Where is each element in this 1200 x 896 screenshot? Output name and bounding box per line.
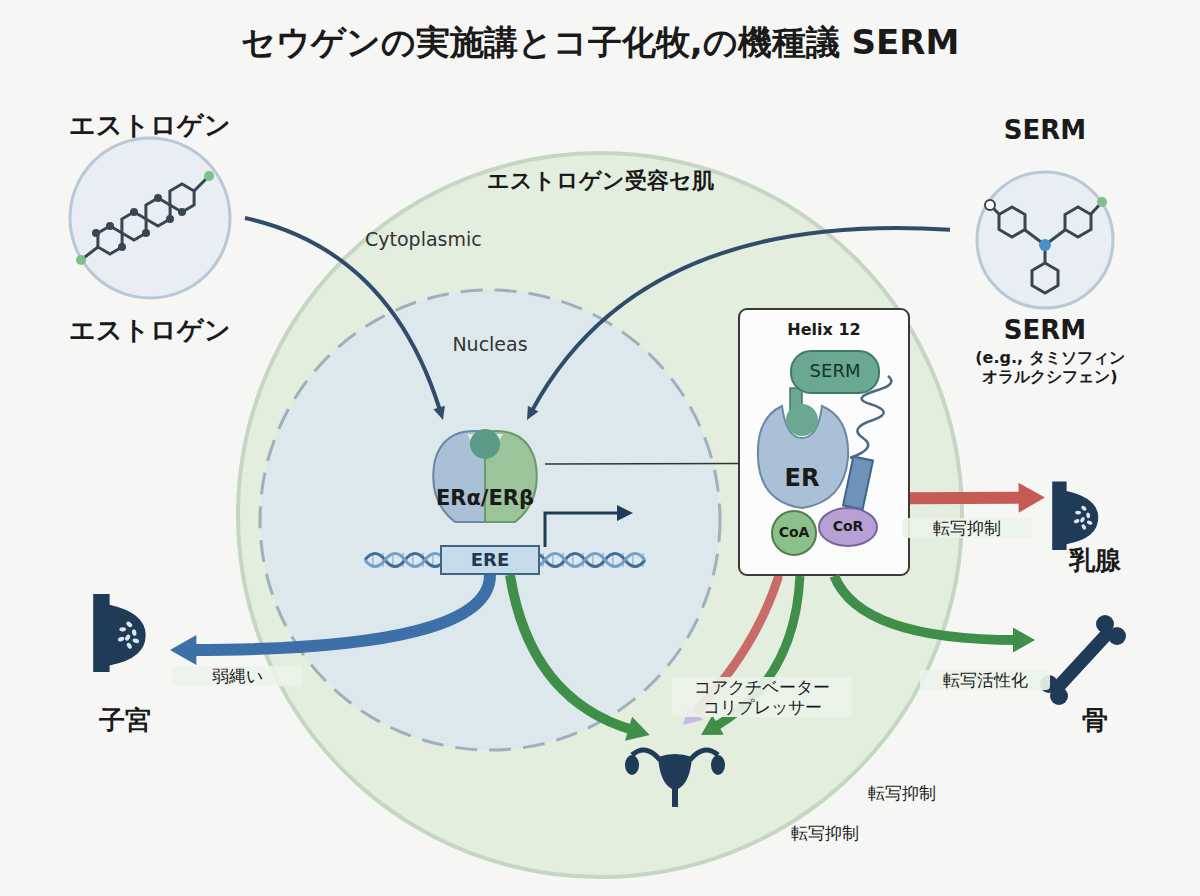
node-label: ER <box>752 464 852 493</box>
diagram-title: セウゲンの実施講とコ子化牧,の機種議 SERM <box>0 22 1200 63</box>
connector <box>834 576 1017 640</box>
arrow-head <box>1013 628 1035 653</box>
node-label: エストロゲン受容セ肌 <box>450 168 750 194</box>
helix12-panel: Helix 12 SERM ER CoACoR <box>738 308 910 576</box>
connector <box>910 492 1024 505</box>
node-label: エストロゲン <box>55 110 245 141</box>
arrow-head <box>527 406 538 420</box>
ere-box: ERE <box>440 545 540 575</box>
node-label: (e.g., タミソフィン オラルクシフェン) <box>950 348 1150 386</box>
node-label: Nucleas <box>445 333 535 356</box>
uterus-label-icon: 子宮 <box>85 590 170 740</box>
edge-label: 転写抑制 <box>902 518 1032 538</box>
connector <box>245 218 440 410</box>
node-label: CoR <box>818 518 878 535</box>
er-protein-shape <box>752 398 852 513</box>
connector <box>510 575 633 730</box>
node-label: SERM <box>950 315 1140 346</box>
node-label: SERM <box>950 115 1140 146</box>
nucleus: NucleasERα/ERβERE <box>255 285 725 755</box>
edge-label: 弱縄い <box>172 666 302 686</box>
node-label: CoA <box>768 524 820 541</box>
coactivator: CoA <box>768 510 820 556</box>
estrogen-receptor: ERα/ERβ <box>425 420 545 530</box>
node-label: 骨 <box>1065 705 1125 736</box>
connector <box>191 575 490 650</box>
connector <box>545 463 738 465</box>
uterus-icon: 転写抑制 <box>620 735 890 860</box>
node-label: エストロゲン <box>55 315 245 346</box>
edge-label: 転写活性化 <box>920 670 1050 690</box>
node-label: 子宮 <box>85 705 165 736</box>
node-label: 転写抑制 <box>770 823 880 843</box>
connector <box>532 228 950 411</box>
node-label: Cytoplasmic <box>365 228 535 251</box>
corepressor: CoR <box>818 506 878 548</box>
node-label: 乳腺 <box>1055 545 1135 576</box>
arrow-head <box>701 715 724 735</box>
target-cell: エストロゲン受容セ肌CytoplasmicNucleasERα/ERβEREHe… <box>235 150 965 880</box>
arrow-head <box>625 717 650 741</box>
node-label: ERα/ERβ <box>425 486 545 511</box>
node-label: SERM <box>790 360 880 382</box>
arrow-head <box>433 406 444 420</box>
mammary-icon: 乳腺 <box>1045 470 1135 580</box>
estrogen-receptor-shape <box>425 420 545 530</box>
annotation-label: 転写抑制 <box>842 783 962 803</box>
serm-ligand: SERM <box>790 350 880 394</box>
serm-molecule: SERMSERM(e.g., タミソフィン オラルクシフェン) <box>950 110 1150 395</box>
er-protein: ER <box>752 398 852 513</box>
bone-icon: 骨 <box>1035 620 1135 745</box>
arrow-head <box>1019 483 1045 513</box>
arrow-head <box>170 635 196 665</box>
node-label: Helix 12 <box>738 320 910 339</box>
estrogen-molecule-shape <box>55 110 245 350</box>
edge-label: コアクチベーター コリプレッサー <box>672 677 852 718</box>
node-label: ERE <box>440 549 540 571</box>
estrogen-molecule: エストロゲンエストロゲン <box>55 110 245 350</box>
